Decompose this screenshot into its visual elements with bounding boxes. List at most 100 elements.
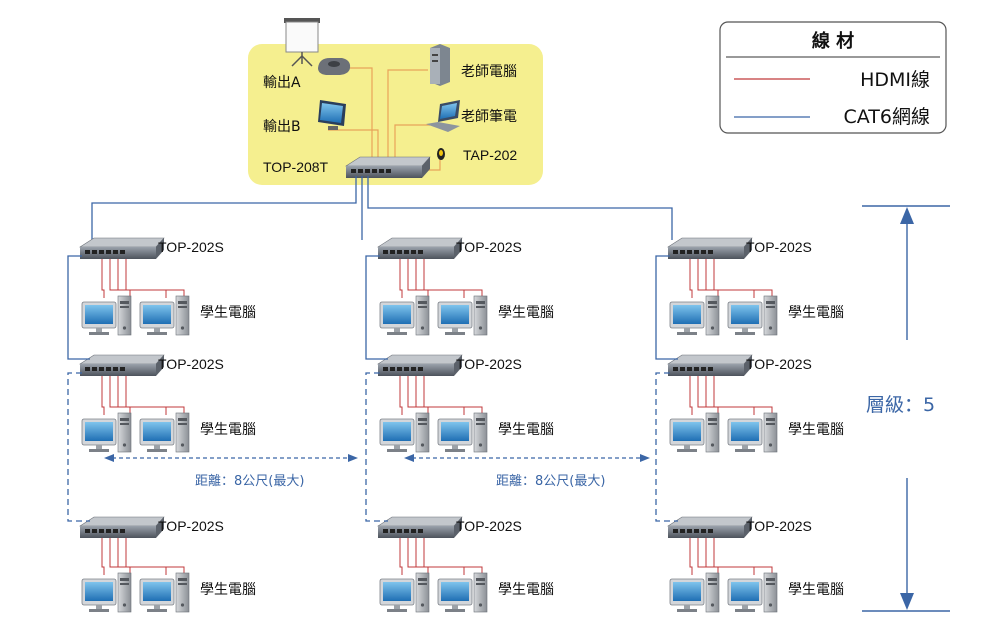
student-pc-icon [727, 572, 778, 613]
top202s-hub-icon [667, 354, 753, 377]
hdmi-line [117, 258, 167, 298]
student-group: TOP-202S 學生電腦 [377, 237, 554, 336]
teacher-zone [248, 44, 543, 185]
student-pc-icon [379, 412, 430, 453]
backbone-cat6-lines [91, 176, 673, 240]
distance-arrowhead-left [104, 454, 114, 462]
top202s-label: TOP-202S [746, 356, 812, 372]
hdmi-line [423, 375, 483, 415]
student-group: TOP-202S 學生電腦 [667, 354, 844, 453]
student-pc-icon [727, 412, 778, 453]
top202s-hub-icon [79, 516, 165, 539]
student-pc-label: 學生電腦 [788, 422, 844, 438]
projector-screen-icon [284, 18, 320, 67]
hdmi-line [705, 258, 755, 298]
tap202-label: TAP-202 [463, 147, 517, 163]
student-pc-icon [437, 572, 488, 613]
student-pc-icon [437, 295, 488, 336]
distance-arrowhead-right-2 [640, 454, 650, 462]
top202s-label: TOP-202S [456, 356, 522, 372]
teacher-pc-label: 老師電腦 [461, 64, 517, 80]
student-pc-icon [669, 295, 720, 336]
teacher-laptop-icon [426, 100, 460, 132]
student-pc-icon [727, 295, 778, 336]
top208t-hub-icon [345, 156, 431, 179]
hdmi-line [689, 537, 693, 575]
hdmi-line [697, 258, 719, 298]
hdmi-line [399, 537, 403, 575]
level-arrow-up [900, 207, 914, 224]
teacher-wires [328, 67, 441, 171]
student-pc-label: 學生電腦 [498, 422, 554, 438]
top202s-hub-icon [667, 237, 753, 260]
student-pc-label: 學生電腦 [498, 305, 554, 321]
top202s-label: TOP-202S [158, 356, 224, 372]
projector-icon [318, 58, 351, 75]
student-pc-icon [379, 572, 430, 613]
hdmi-line [101, 375, 105, 415]
top202s-hub-icon [377, 237, 463, 260]
output-b-label: 輸出B [263, 119, 301, 135]
hdmi-line [713, 375, 773, 415]
output-a-label: 輸出A [263, 75, 301, 91]
distance-arrowhead-right [348, 454, 358, 462]
top202s-label: TOP-202S [158, 239, 224, 255]
top202s-label: TOP-202S [456, 239, 522, 255]
student-pc-label: 學生電腦 [200, 305, 256, 321]
student-group: TOP-202S 學生電腦 [79, 516, 256, 613]
hdmi-line [125, 258, 185, 298]
hdmi-line [415, 537, 465, 575]
student-pc-label: 學生電腦 [200, 422, 256, 438]
level-arrow-down [900, 593, 914, 610]
hdmi-line [117, 375, 167, 415]
microphone-icon [437, 148, 445, 160]
hdmi-line [407, 375, 429, 415]
top202s-hub-icon [377, 354, 463, 377]
legend-title: 線 材 [812, 30, 854, 52]
top202s-hub-icon [79, 354, 165, 377]
output-b-monitor-icon [318, 100, 346, 130]
top202s-label: TOP-202S [456, 518, 522, 534]
top208t-label: TOP-208T [263, 159, 329, 175]
distance-arrowhead-left-2 [404, 454, 414, 462]
student-pc-label: 學生電腦 [200, 582, 256, 598]
hdmi-line [399, 258, 403, 298]
hdmi-line [415, 375, 465, 415]
student-pc-label: 學生電腦 [788, 305, 844, 321]
top202s-hub-icon [667, 516, 753, 539]
legend-cat6-label: CAT6網線 [844, 106, 930, 128]
hdmi-line [697, 375, 719, 415]
hdmi-line [689, 375, 693, 415]
student-pc-label: 學生電腦 [498, 582, 554, 598]
student-group: TOP-202S 學生電腦 [79, 354, 256, 453]
student-pc-icon [669, 572, 720, 613]
level-indicator [862, 205, 950, 612]
hdmi-line [705, 537, 755, 575]
top202s-hub-icon [377, 516, 463, 539]
cat6-link [67, 255, 90, 360]
cat6-link-dashed [365, 372, 388, 522]
hdmi-line [109, 375, 131, 415]
student-pc-icon [669, 412, 720, 453]
cat6-link-dashed [655, 372, 678, 522]
student-pc-icon [139, 295, 190, 336]
teacher-laptop-label: 老師筆電 [461, 109, 517, 125]
student-group: TOP-202S 學生電腦 [377, 516, 554, 613]
distance-label-right: 距離：8公尺(最大) [496, 474, 605, 489]
student-pc-icon [139, 412, 190, 453]
hdmi-line [125, 375, 185, 415]
top202s-label: TOP-202S [158, 518, 224, 534]
hdmi-line [415, 258, 465, 298]
hdmi-line [407, 537, 429, 575]
hdmi-line [689, 258, 693, 298]
student-pc-icon [81, 572, 132, 613]
student-pc-label: 學生電腦 [788, 582, 844, 598]
hdmi-line [399, 375, 403, 415]
student-pc-icon [81, 412, 132, 453]
hdmi-line [125, 537, 185, 575]
legend-box [719, 21, 947, 134]
hdmi-line [705, 375, 755, 415]
student-pc-icon [437, 412, 488, 453]
